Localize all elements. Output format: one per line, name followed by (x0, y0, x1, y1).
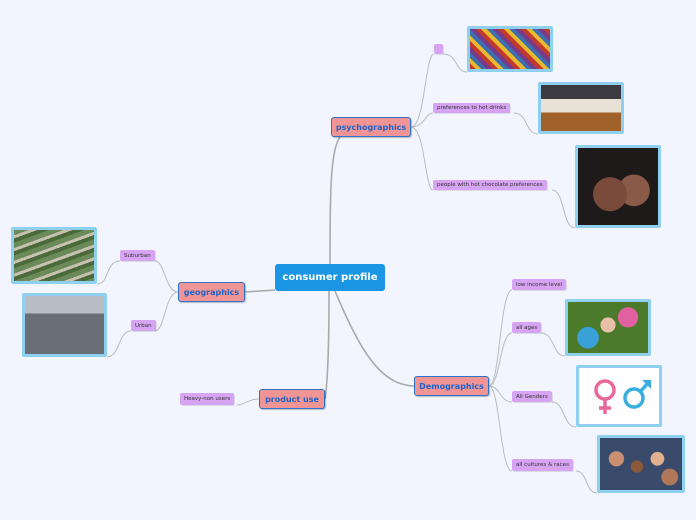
subtopic-heavy-non-users[interactable]: Heavy-non users (180, 393, 235, 405)
subtopic-all-ages[interactable]: all ages (512, 322, 542, 333)
topic-psychographics[interactable]: psychographics (331, 117, 411, 137)
topic-demographics[interactable]: Demographics (414, 376, 489, 396)
candy-image (467, 26, 553, 72)
hot-drinks-image (538, 82, 624, 134)
subtopic-hot-chocolate[interactable]: people with hot chocolate preferences (433, 180, 547, 190)
subtopic-urban[interactable]: Urban (131, 320, 156, 331)
hot-chocolate-image (575, 145, 661, 228)
urban-image (22, 293, 107, 357)
gender-symbols-image (576, 365, 662, 427)
subtopic-hot-drinks[interactable]: preferences to hot drinks (433, 103, 511, 113)
gender-symbols-icon (594, 379, 651, 414)
children-image (565, 299, 651, 356)
subtopic-all-cultures[interactable]: all cultures & races (512, 459, 573, 471)
subtopic-low-income[interactable]: low income level (512, 279, 567, 290)
subtopic-empty[interactable] (434, 44, 443, 54)
topic-geographics[interactable]: geographics (178, 282, 245, 302)
suburban-image (11, 227, 97, 284)
topic-product-use[interactable]: product use (259, 389, 325, 409)
subtopic-all-genders[interactable]: All Genders (512, 391, 552, 402)
diverse-faces-image (597, 435, 685, 493)
subtopic-suburban[interactable]: Suburban (120, 250, 155, 261)
central-topic[interactable]: consumer profile (275, 264, 385, 291)
